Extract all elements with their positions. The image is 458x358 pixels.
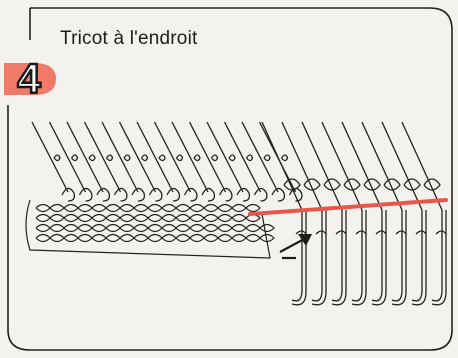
stitch-loop — [185, 188, 197, 201]
stitch-loop — [80, 188, 92, 201]
needle-latch — [212, 155, 218, 161]
needle-latch — [264, 155, 270, 161]
stitch-loop — [237, 188, 249, 201]
stitch-loop — [97, 188, 109, 201]
needle-latch — [229, 155, 235, 161]
stitch-loop — [115, 188, 127, 201]
needle-latch — [396, 231, 406, 234]
stitch-loop — [272, 188, 284, 201]
stitch-loop — [150, 188, 162, 201]
needle-shaft-inner — [372, 210, 386, 305]
needle-latch — [194, 155, 200, 161]
needle-latch — [107, 155, 113, 161]
stitch-loop — [167, 188, 179, 201]
needle-shaft-inner — [392, 210, 406, 305]
needle-latch — [296, 231, 306, 234]
needle-latch — [54, 155, 60, 161]
needle-shaft-inner — [312, 210, 326, 305]
needle-shaft — [32, 122, 68, 192]
needle-latch — [336, 231, 346, 234]
needle-latch — [436, 231, 446, 234]
needle-latch — [159, 155, 165, 161]
needle-shaft-inner — [432, 210, 446, 305]
needle-shaft-inner — [352, 210, 366, 305]
needle-latch — [247, 155, 253, 161]
fabric-row — [36, 215, 260, 222]
stitch-loop — [202, 188, 214, 201]
stitch-loop — [62, 188, 74, 201]
fabric-row — [36, 225, 274, 232]
needle-latch — [416, 231, 426, 234]
needle-latch — [124, 155, 130, 161]
fabric-row — [36, 205, 260, 212]
needle-shaft-inner — [412, 210, 426, 305]
needle-latch — [89, 155, 95, 161]
stitch-loop — [220, 188, 232, 201]
needle-latch — [356, 231, 366, 234]
needle-latch — [376, 231, 386, 234]
needle-latch — [282, 155, 288, 161]
stitch-loop — [132, 188, 144, 201]
needle-latch — [177, 155, 183, 161]
needle-shaft-inner — [332, 210, 346, 305]
needle-latch — [72, 155, 78, 161]
fabric-row — [36, 235, 274, 242]
needle-latch — [316, 231, 326, 234]
yarn-strand — [250, 200, 446, 214]
needle-latch — [142, 155, 148, 161]
stitch-loop — [255, 188, 267, 201]
